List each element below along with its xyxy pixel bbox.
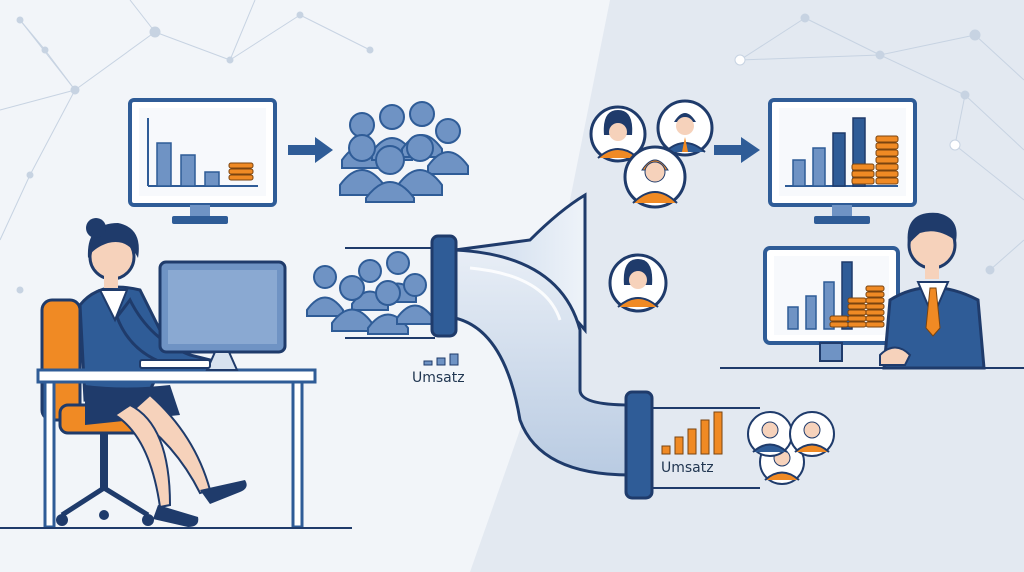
arrow-right-icon (714, 137, 760, 163)
revenue-label-left: Umsatz (412, 370, 465, 386)
monitor-small-revenue-icon (128, 98, 277, 224)
team-avatars-icon (747, 411, 835, 485)
funnel-pipe-icon (430, 192, 654, 500)
desk-left-icon (0, 368, 352, 529)
revenue-label-right: Umsatz (661, 460, 714, 476)
monitor-large-revenue-icon (768, 98, 917, 224)
businessman-at-desk-icon (720, 212, 1024, 370)
people-group-funnel-icon (306, 251, 434, 335)
coin-stack-icon (851, 135, 899, 185)
businesswoman-at-desk-icon (40, 218, 247, 527)
coin-stack-icon (829, 285, 885, 328)
revenue-bars-large-icon (661, 411, 723, 455)
revenue-bars-small-icon (423, 353, 459, 366)
desktop-monitor-icon (139, 260, 287, 371)
person-avatar-man-icon (656, 99, 714, 157)
person-avatar-man-orange-icon (623, 145, 687, 209)
network-pattern-icon (0, 0, 1024, 294)
person-avatar-woman-icon (589, 105, 647, 163)
people-group-icon (339, 101, 469, 203)
person-avatar-woman-single-icon (608, 253, 668, 313)
arrow-right-icon (288, 137, 333, 163)
coin-stack-icon (228, 162, 254, 181)
